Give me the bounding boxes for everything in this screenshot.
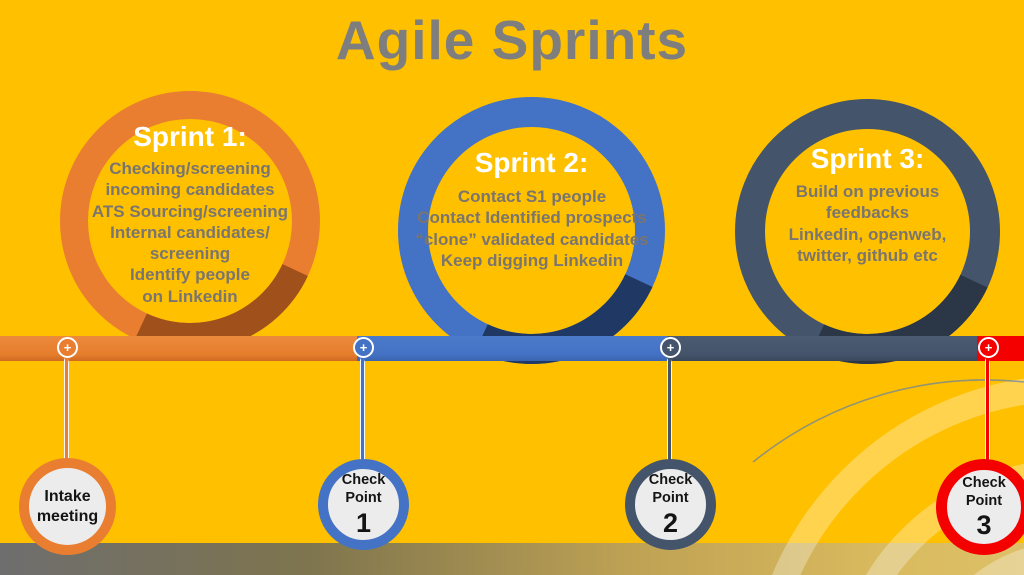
stem-intake <box>64 357 69 462</box>
checkpoint-label: Check Point <box>648 472 693 506</box>
stem-checkpoint-3 <box>985 357 990 462</box>
checkpoint-number: 1 <box>355 507 372 538</box>
sprint3-body: Build on previous feedbacks Linkedin, op… <box>788 182 947 265</box>
sprint1-body: Checking/screening incoming candidates A… <box>91 159 289 306</box>
plus-icon: + <box>984 340 993 355</box>
page-title: Agile Sprints <box>335 9 689 71</box>
timeline-pin-checkpoint-2: + <box>660 337 681 358</box>
checkpoint-label: Check Point <box>341 472 386 506</box>
timeline-segment-sprint1 <box>0 336 357 361</box>
timeline-pin-checkpoint-1: + <box>353 337 374 358</box>
checkpoint-number: 3 <box>976 510 992 541</box>
sprint2-body: Contact S1 people Contact Identified pro… <box>415 187 649 270</box>
pin-tail-checkpoint-1 <box>359 356 367 364</box>
sprint2-title: Sprint 2: <box>474 147 589 178</box>
checkpoint-2: Check Point 2 <box>625 459 716 550</box>
bottom-strip <box>0 543 1024 575</box>
checkpoint-label: Intake meeting <box>36 487 99 525</box>
pin-tail-checkpoint-2 <box>666 356 674 364</box>
checkpoint-3: Check Point 3 <box>936 459 1024 555</box>
sprint1-title: Sprint 1: <box>133 121 247 152</box>
timeline-pin-checkpoint-3: + <box>978 337 999 358</box>
checkpoint-label: Check Point <box>962 474 1006 509</box>
stem-checkpoint-2 <box>667 357 672 462</box>
plus-icon: + <box>666 340 675 355</box>
timeline-segment-sprint2 <box>357 336 667 361</box>
sprint3-title: Sprint 3: <box>810 143 925 174</box>
timeline-pin-intake: + <box>57 337 78 358</box>
checkpoint-1: Check Point 1 <box>318 459 409 550</box>
checkpoint-number: 2 <box>662 507 679 538</box>
stem-checkpoint-1 <box>360 357 365 462</box>
plus-icon: + <box>63 340 72 355</box>
plus-icon: + <box>359 340 368 355</box>
checkpoint-intake-meeting: Intake meeting <box>19 458 116 555</box>
pin-tail-intake <box>63 356 71 364</box>
timeline-segment-sprint3 <box>667 336 977 361</box>
pin-tail-checkpoint-3 <box>984 356 992 364</box>
